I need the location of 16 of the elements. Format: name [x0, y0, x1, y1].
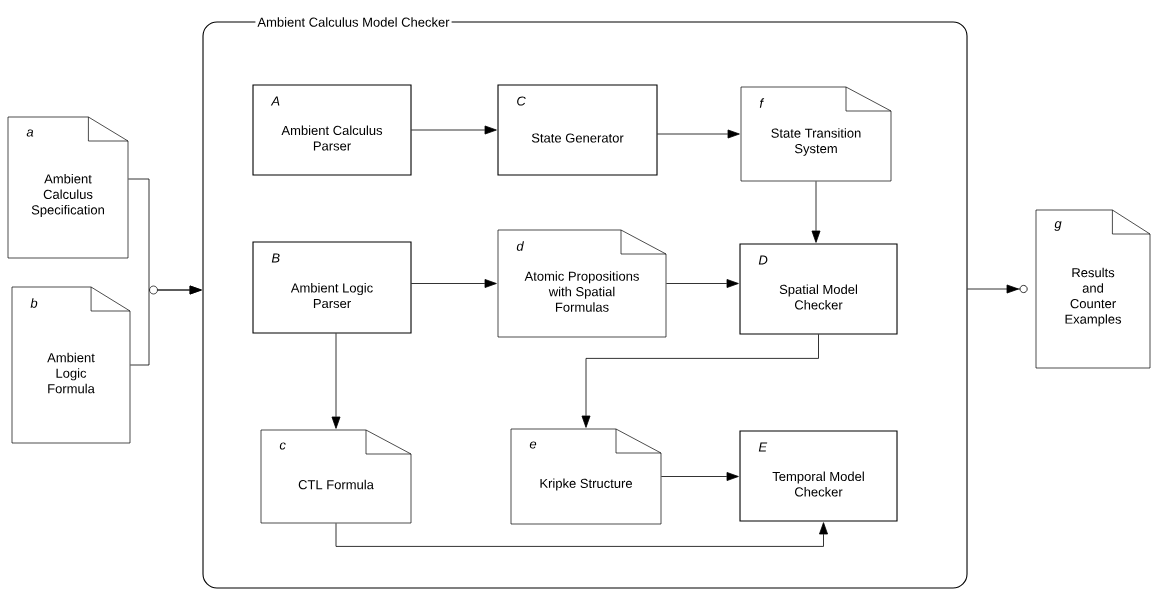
arrow — [331, 333, 341, 429]
process-box: C State Generator — [497, 84, 658, 176]
arrow — [130, 285, 202, 366]
arrow — [411, 279, 497, 288]
arrow — [811, 181, 821, 243]
process-box: D Spatial Model Checker — [739, 243, 898, 335]
arrow — [967, 284, 1028, 294]
arrow — [581, 334, 819, 428]
arrow — [335, 522, 828, 547]
process-box: E Temporal Model Checker — [739, 430, 898, 522]
process-box: B Ambient Logic Parser — [252, 241, 412, 334]
arrow — [657, 129, 740, 139]
arrow — [411, 125, 497, 135]
arrow — [661, 472, 739, 481]
arrow — [666, 279, 739, 288]
process-box: A Ambient Calculus Parser — [252, 84, 412, 176]
